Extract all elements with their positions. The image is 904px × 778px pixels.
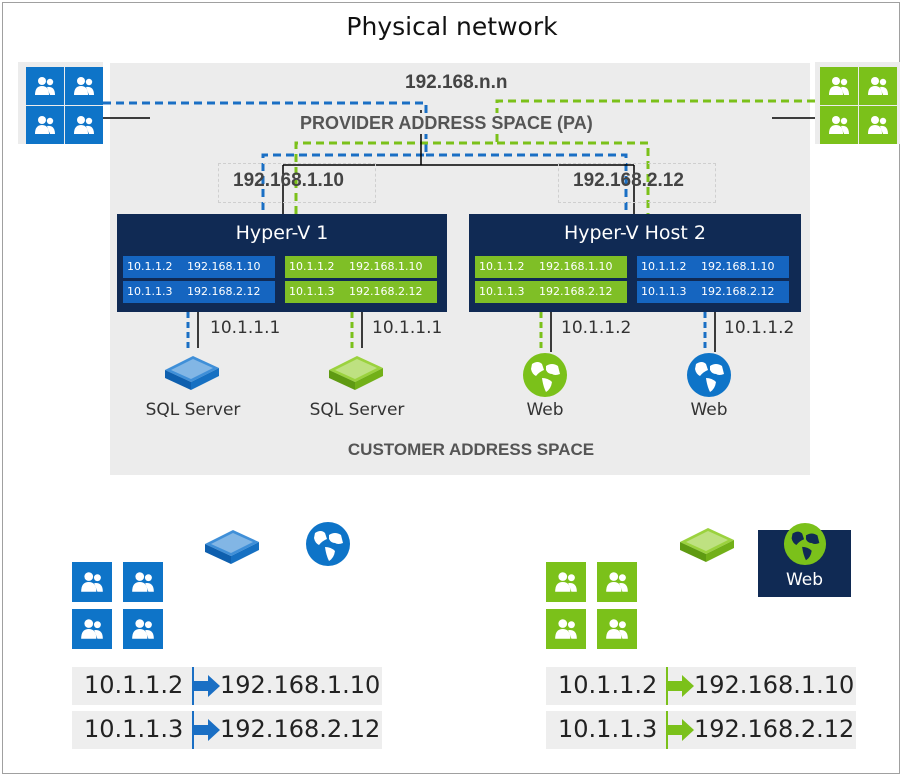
- pa-address: 192.168.1.10: [220, 671, 381, 699]
- pa-cell: 192.168.1.10: [535, 256, 627, 278]
- users-icon: [123, 562, 163, 602]
- host1-green-mapping-table: 10.1.1.2 192.168.1.10 10.1.1.3 192.168.2…: [285, 256, 437, 303]
- ca-cell: 10.1.1.3: [123, 281, 183, 303]
- pa-cell: 192.168.1.10: [345, 256, 437, 278]
- web-label: Web: [785, 570, 824, 590]
- vm-label: SQL Server: [145, 400, 241, 420]
- server-icon: [680, 528, 734, 562]
- host2-pa-ip: 192.168.2.12: [573, 170, 684, 191]
- users-icon: [597, 609, 637, 649]
- users-icon: [123, 609, 163, 649]
- server-icon: [205, 530, 259, 564]
- vm-label: Web: [690, 400, 728, 420]
- green-web-resource: Web: [758, 522, 851, 597]
- customer-address-space-label: CUSTOMER ADDRESS SPACE: [347, 440, 595, 459]
- users-icon: [597, 562, 637, 602]
- ca-cell: 10.1.1.3: [285, 281, 345, 303]
- ca-address: 10.1.1.2: [84, 671, 184, 699]
- vm-ip: 10.1.1.1: [372, 318, 443, 338]
- users-icon: [26, 67, 64, 105]
- users-icon: [72, 609, 112, 649]
- globe-icon: [306, 522, 350, 566]
- users-icon: [820, 106, 858, 144]
- pa-cell: 192.168.2.12: [183, 281, 275, 303]
- vm-label: SQL Server: [309, 400, 405, 420]
- ca-cell: 10.1.1.3: [637, 281, 697, 303]
- users-icon: [26, 106, 64, 144]
- host2-blue-mapping-table: 10.1.1.2 192.168.1.10 10.1.1.3 192.168.2…: [637, 256, 789, 303]
- host-title: Hyper-V Host 2: [563, 222, 707, 244]
- provider-address-space-label: PROVIDER ADDRESS SPACE (PA): [300, 113, 593, 134]
- host2-pa-box: [558, 163, 716, 203]
- globe-icon: [687, 353, 731, 397]
- blue-mapping-row: 10.1.1.3 192.168.2.12: [72, 711, 382, 749]
- arrow-right-icon: [192, 675, 220, 697]
- pa-cell: 192.168.1.10: [697, 256, 789, 278]
- server-icon: [329, 356, 383, 390]
- host1-blue-mapping-table: 10.1.1.2 192.168.1.10 10.1.1.3 192.168.2…: [123, 256, 275, 303]
- pa-cell: 192.168.2.12: [535, 281, 627, 303]
- arrow-right-icon: [192, 719, 220, 741]
- pa-cell: 192.168.1.10: [183, 256, 275, 278]
- pa-cell: 192.168.2.12: [345, 281, 437, 303]
- hyperv-host-2: Hyper-V Host 2 10.1.1.2 192.168.1.10 10.…: [469, 214, 801, 312]
- vm-label: Web: [526, 400, 564, 420]
- pa-cell: 192.168.2.12: [697, 281, 789, 303]
- green-mapping-row: 10.1.1.2 192.168.1.10: [546, 667, 856, 705]
- host2-green-mapping-table: 10.1.1.2 192.168.1.10 10.1.1.3 192.168.2…: [475, 256, 627, 303]
- vm-ip: 10.1.1.2: [724, 318, 795, 338]
- hyperv-host-1: Hyper-V 1 10.1.1.2 192.168.1.10 10.1.1.3…: [117, 214, 447, 312]
- pa-address: 192.168.1.10: [694, 671, 855, 699]
- pa-address: 192.168.2.12: [694, 715, 855, 743]
- ca-cell: 10.1.1.3: [475, 281, 535, 303]
- host-title: Hyper-V 1: [235, 222, 329, 244]
- ca-cell: 10.1.1.2: [637, 256, 697, 278]
- ca-address: 10.1.1.2: [558, 671, 658, 699]
- globe-icon: [523, 353, 567, 397]
- pa-network-label: 192.168.n.n: [403, 72, 510, 94]
- ca-cell: 10.1.1.2: [285, 256, 345, 278]
- users-icon: [859, 67, 897, 105]
- users-icon: [65, 67, 103, 105]
- arrow-right-icon: [666, 675, 694, 697]
- server-icon: [165, 356, 219, 390]
- vm-ip: 10.1.1.2: [561, 318, 632, 338]
- ca-cell: 10.1.1.2: [123, 256, 183, 278]
- users-icon: [65, 106, 103, 144]
- globe-icon: [783, 522, 827, 566]
- blue-mapping-row: 10.1.1.2 192.168.1.10: [72, 667, 382, 705]
- ca-cell: 10.1.1.2: [475, 256, 535, 278]
- host1-pa-box: [218, 163, 376, 203]
- users-icon: [72, 562, 112, 602]
- users-icon: [546, 562, 586, 602]
- diagram-title: Physical network: [346, 12, 558, 41]
- ca-address: 10.1.1.3: [84, 715, 184, 743]
- host1-pa-ip: 192.168.1.10: [233, 170, 344, 191]
- users-icon: [859, 106, 897, 144]
- green-mapping-row: 10.1.1.3 192.168.2.12: [546, 711, 856, 749]
- vm-ip: 10.1.1.1: [210, 318, 281, 338]
- users-icon: [820, 67, 858, 105]
- ca-address: 10.1.1.3: [558, 715, 658, 743]
- arrow-right-icon: [666, 719, 694, 741]
- pa-address: 192.168.2.12: [220, 715, 381, 743]
- users-icon: [546, 609, 586, 649]
